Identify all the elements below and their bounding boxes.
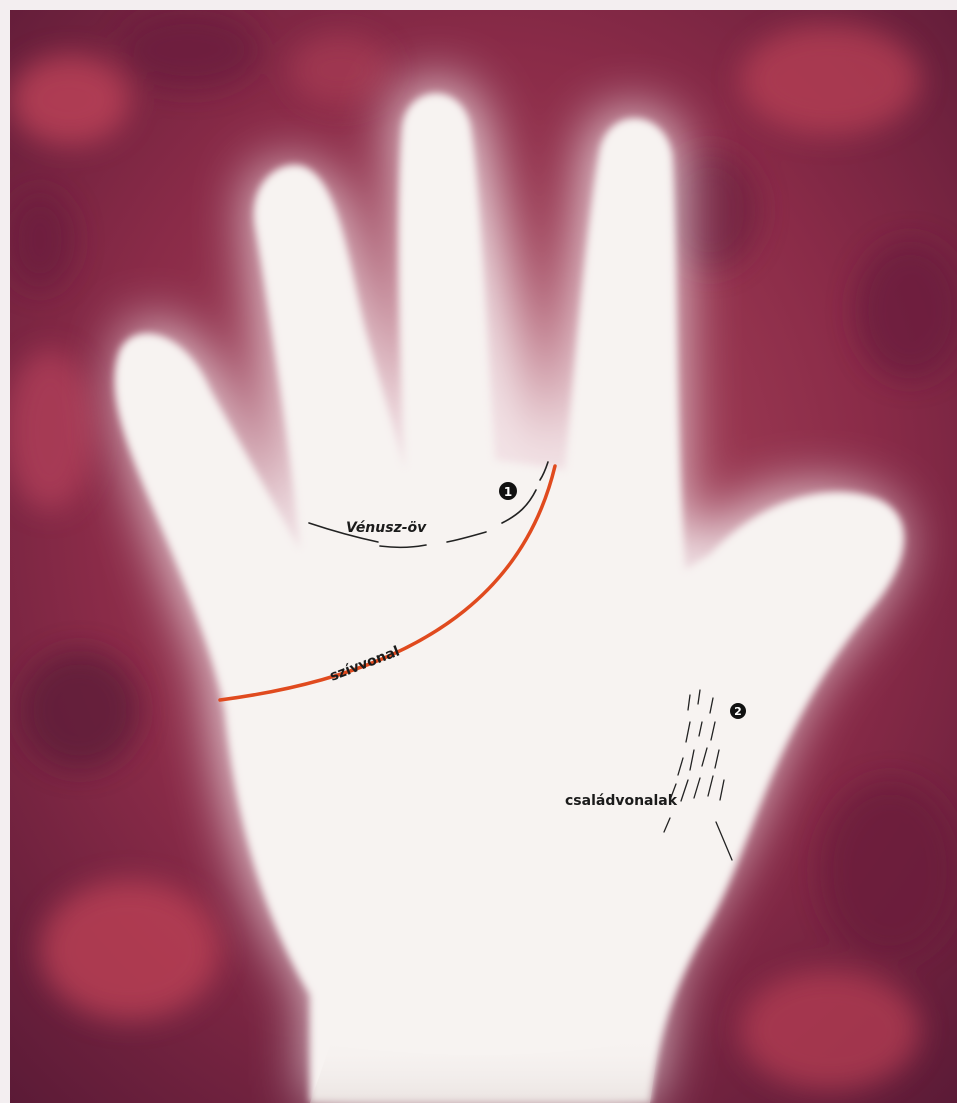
family-lines-label: családvonalak bbox=[565, 793, 678, 809]
marker-1-number: 1 bbox=[504, 485, 512, 499]
marker-2: 2 bbox=[730, 703, 746, 719]
palm-photo: 1 2 Vénusz-öv szívvonal családvonalak bbox=[10, 10, 957, 1103]
marker-2-number: 2 bbox=[734, 705, 742, 718]
marker-1: 1 bbox=[499, 482, 517, 500]
venus-belt-label: Vénusz-öv bbox=[346, 520, 427, 536]
palm-illustration: 1 2 Vénusz-öv szívvonal családvonalak bbox=[10, 10, 957, 1103]
